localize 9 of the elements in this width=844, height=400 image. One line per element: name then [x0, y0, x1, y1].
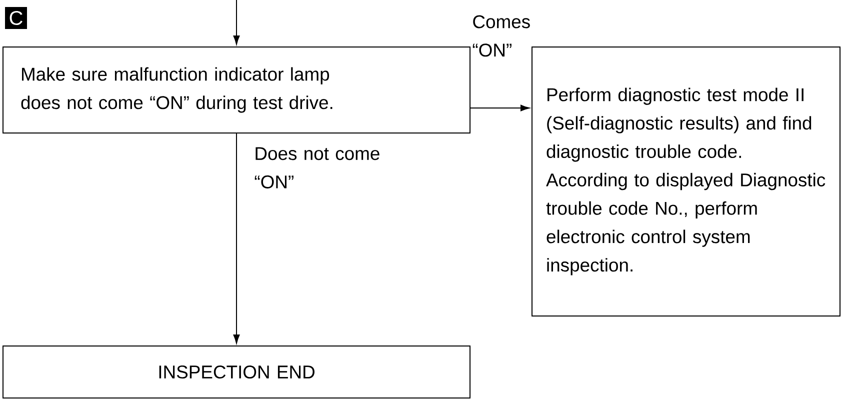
section-badge: C [5, 7, 27, 29]
edge-label: Does not come “ON” [254, 147, 380, 188]
process-box: Make sure malfunction indicator lamp does not come “ON” during test drive. [2, 46, 470, 134]
arrow [470, 104, 530, 112]
edge-label: Comes “ON” [472, 15, 530, 57]
process-box: INSPECTION END [2, 346, 470, 398]
arrow [233, 133, 240, 344]
arrow [233, 0, 240, 45]
process-box: Perform diagnostic test mode II (Self-diagnostic results) and find diagnostic trouble code. According to displayed Diagnostic trouble code No., perform electronic control system inspection. [532, 46, 840, 316]
